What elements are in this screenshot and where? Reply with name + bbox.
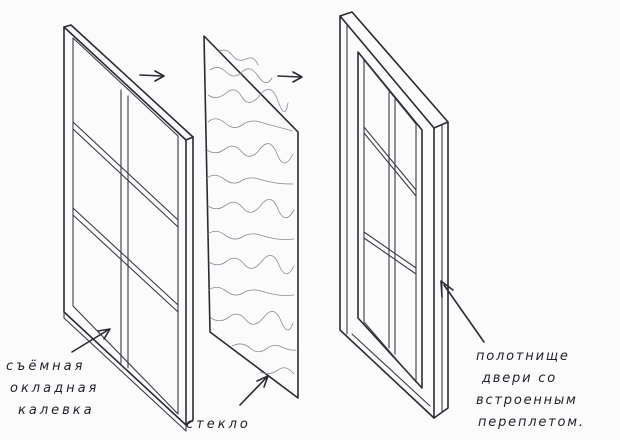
door-label-line1: полотнище (476, 349, 570, 364)
door-label-line2: двери со (481, 371, 557, 386)
arrow-icon (277, 71, 303, 83)
glass-label: стекло (186, 417, 251, 432)
sash-pointer-arrow (71, 328, 111, 353)
door-leaf (339, 11, 449, 419)
sash-label-line3: калевка (18, 403, 95, 418)
door-pointer-arrow (440, 280, 485, 343)
sash-label-line2: окладная (10, 381, 99, 396)
glass-pointer-arrow (239, 375, 269, 406)
glass-pane (203, 35, 299, 399)
door-label-line4: переплетом. (478, 415, 585, 430)
door-label-line3: встроенным (476, 393, 578, 408)
sash-frame (63, 24, 194, 432)
arrow-icon (139, 70, 165, 82)
sash-label-line1: съёмная (6, 359, 85, 374)
